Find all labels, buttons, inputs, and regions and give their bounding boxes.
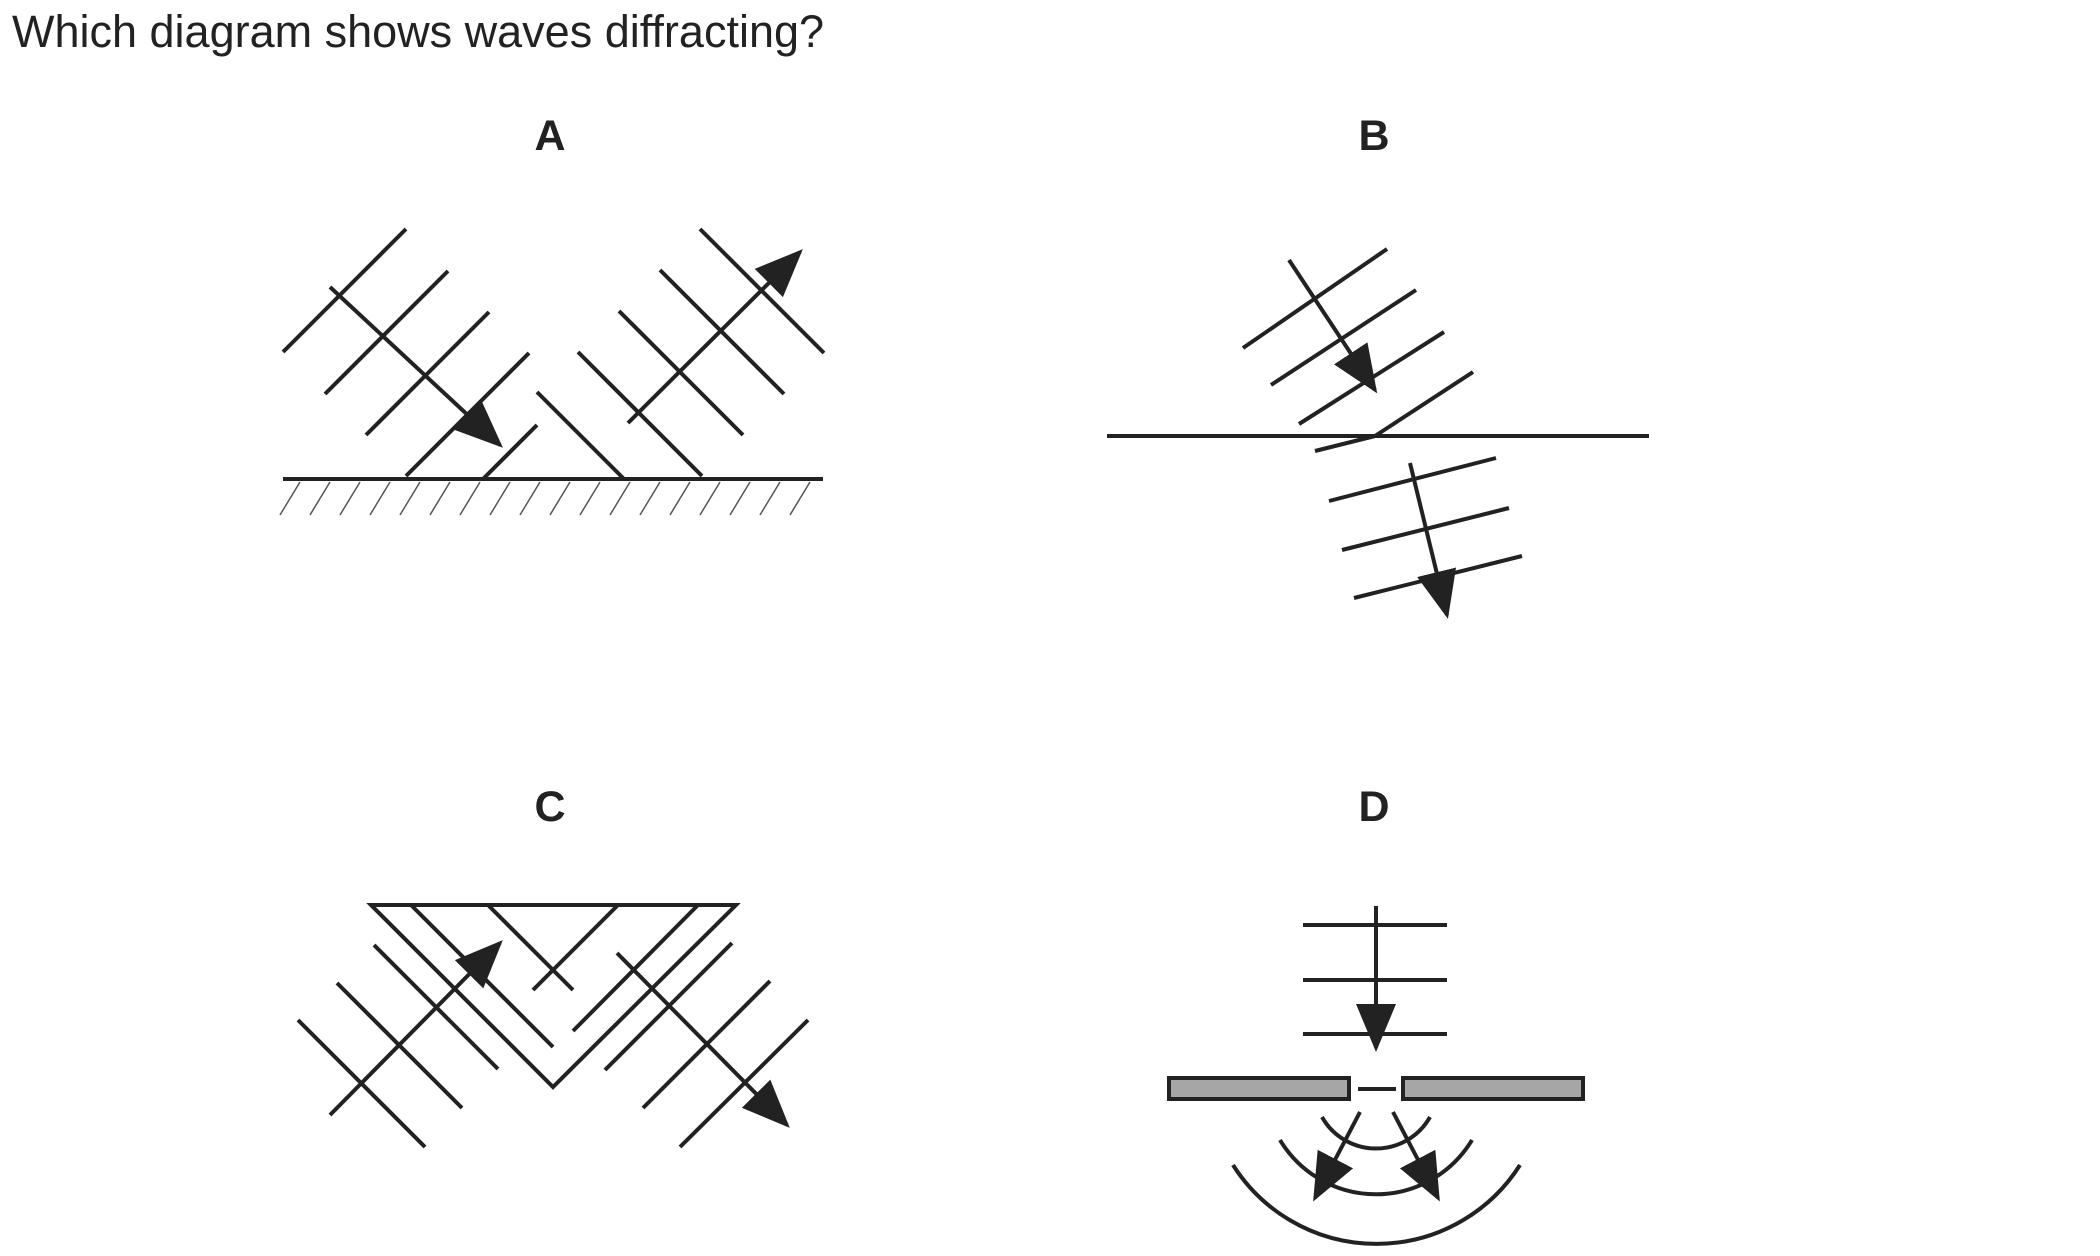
- question-text: Which diagram shows waves diffracting?: [12, 6, 825, 57]
- incident-ray-arrow: [1287, 258, 1378, 394]
- refracted-ray-arrow: [1408, 462, 1457, 619]
- meeting-wavefront-left: [481, 423, 539, 481]
- diffracted-ray-left-arrow: [1313, 1111, 1362, 1202]
- incident-wavefronts: [1241, 247, 1475, 438]
- option-label-c: C: [534, 783, 566, 831]
- outgoing-ray-arrow: [615, 951, 790, 1128]
- meeting-wavefront-right: [535, 390, 626, 481]
- boundary-wavefront: [1314, 434, 1376, 453]
- option-label-b: B: [1358, 112, 1390, 160]
- diagram-b[interactable]: [1107, 247, 1649, 619]
- diagram-c[interactable]: [296, 903, 810, 1149]
- option-label-a: A: [534, 112, 566, 160]
- diffracted-ray-right-arrow: [1391, 1111, 1440, 1202]
- diffracted-wavefronts: [1231, 1116, 1522, 1246]
- incoming-ray-arrow: [328, 940, 503, 1117]
- diagram-d[interactable]: [1167, 906, 1585, 1246]
- incident-ray-arrow: [328, 285, 503, 448]
- reflected-ray-arrow: [626, 249, 803, 425]
- surface-hatching: [279, 481, 811, 516]
- barrier-right: [1401, 1076, 1585, 1101]
- option-label-d: D: [1358, 783, 1390, 831]
- diagram-a[interactable]: [279, 227, 826, 516]
- v-reflector: [366, 903, 741, 1090]
- barrier-left: [1167, 1076, 1351, 1101]
